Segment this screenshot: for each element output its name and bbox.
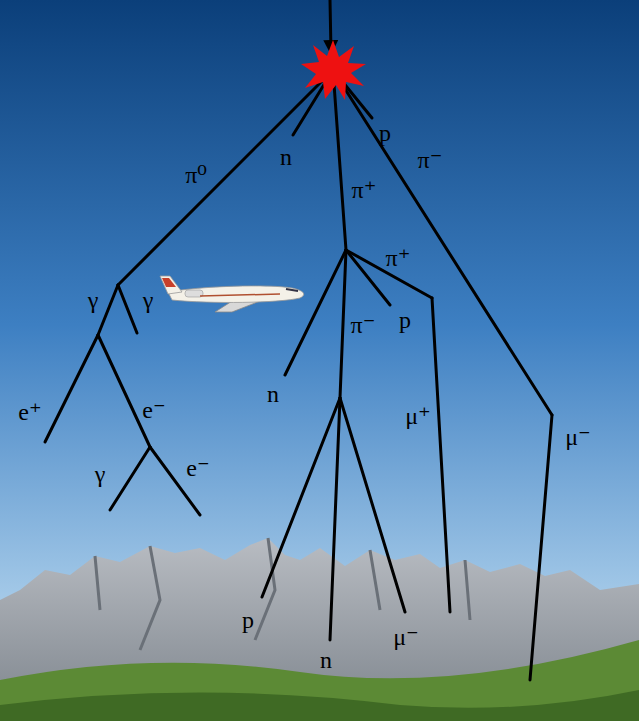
particle-tracks xyxy=(45,0,552,680)
mountain-ridges xyxy=(95,538,470,650)
particle-label: n xyxy=(320,648,332,672)
particle-label: π⁻ xyxy=(351,313,376,337)
particle-label: n xyxy=(267,382,279,406)
particle-label: p xyxy=(242,608,254,632)
particle-label: e⁻ xyxy=(186,456,209,480)
particle-label: π⁺ xyxy=(386,246,411,270)
particle-label: p xyxy=(399,308,411,332)
airplane xyxy=(160,276,304,312)
particle-label: p xyxy=(379,121,391,145)
meadow xyxy=(0,640,639,721)
particle-label: μ⁻ xyxy=(565,425,591,449)
particle-label: μ⁺ xyxy=(405,404,431,428)
meadow-dark xyxy=(0,690,639,721)
particle-label: γ xyxy=(95,462,106,486)
particle-label: e⁻ xyxy=(142,398,165,422)
particle-label: π⁻ xyxy=(418,148,443,172)
particle-label: μ⁻ xyxy=(393,625,419,649)
mountains xyxy=(0,538,639,721)
particle-label: π⁺ xyxy=(352,178,377,202)
particle-label: n xyxy=(280,145,292,169)
collision-burst xyxy=(301,40,366,100)
particle-label: e⁺ xyxy=(18,400,41,424)
particle-label: γ xyxy=(88,288,99,312)
particle-label: γ xyxy=(143,288,154,312)
particle-label: π⁰ xyxy=(185,163,207,187)
